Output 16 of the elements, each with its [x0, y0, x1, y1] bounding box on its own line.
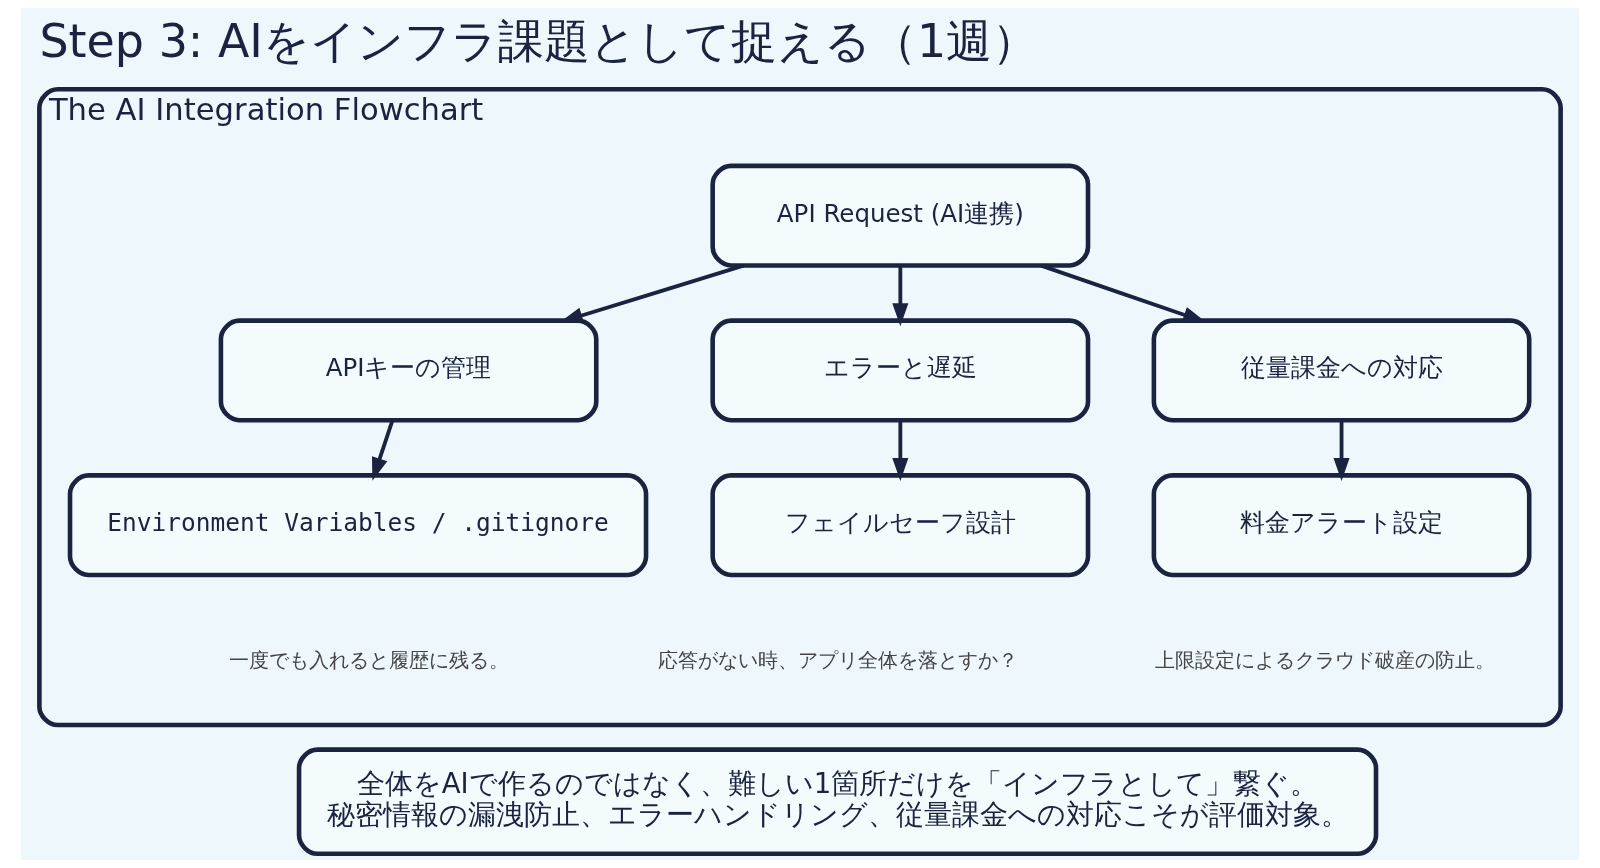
- node-box: 従量課金への対応: [1151, 318, 1532, 423]
- arrow: [372, 419, 395, 481]
- node-label: 応答がない時、アプリ全体を落とすか？: [657, 649, 1018, 673]
- node-label: 上限設定によるクラウド破産の防止。: [1154, 649, 1495, 673]
- node-label: 一度でも入れると履歴に残る。: [228, 649, 509, 673]
- arrow: [1333, 420, 1350, 481]
- node-box: フェイルセーフ設計: [710, 473, 1091, 578]
- node-box: API Request (AI連携): [710, 163, 1091, 268]
- node-box: 料金アラート設定: [1151, 473, 1532, 578]
- arrow: [892, 265, 909, 327]
- diagram-title: Step 3: AIをインフラ課題として捉える（1週）: [39, 14, 1039, 69]
- node-box: Environment Variables / .gitignore: [67, 473, 649, 578]
- arrow: [892, 420, 909, 481]
- node-box: 全体をAIで作るのではなく、難しい1箇所だけを「インフラとして」繋ぐ。秘密情報の漏洩防止、エラーハンドリング、従量課金への対応こそが評価対象。: [296, 747, 1379, 857]
- node-box: APIキーの管理: [218, 318, 599, 423]
- node-box: エラーと遅延: [710, 318, 1091, 423]
